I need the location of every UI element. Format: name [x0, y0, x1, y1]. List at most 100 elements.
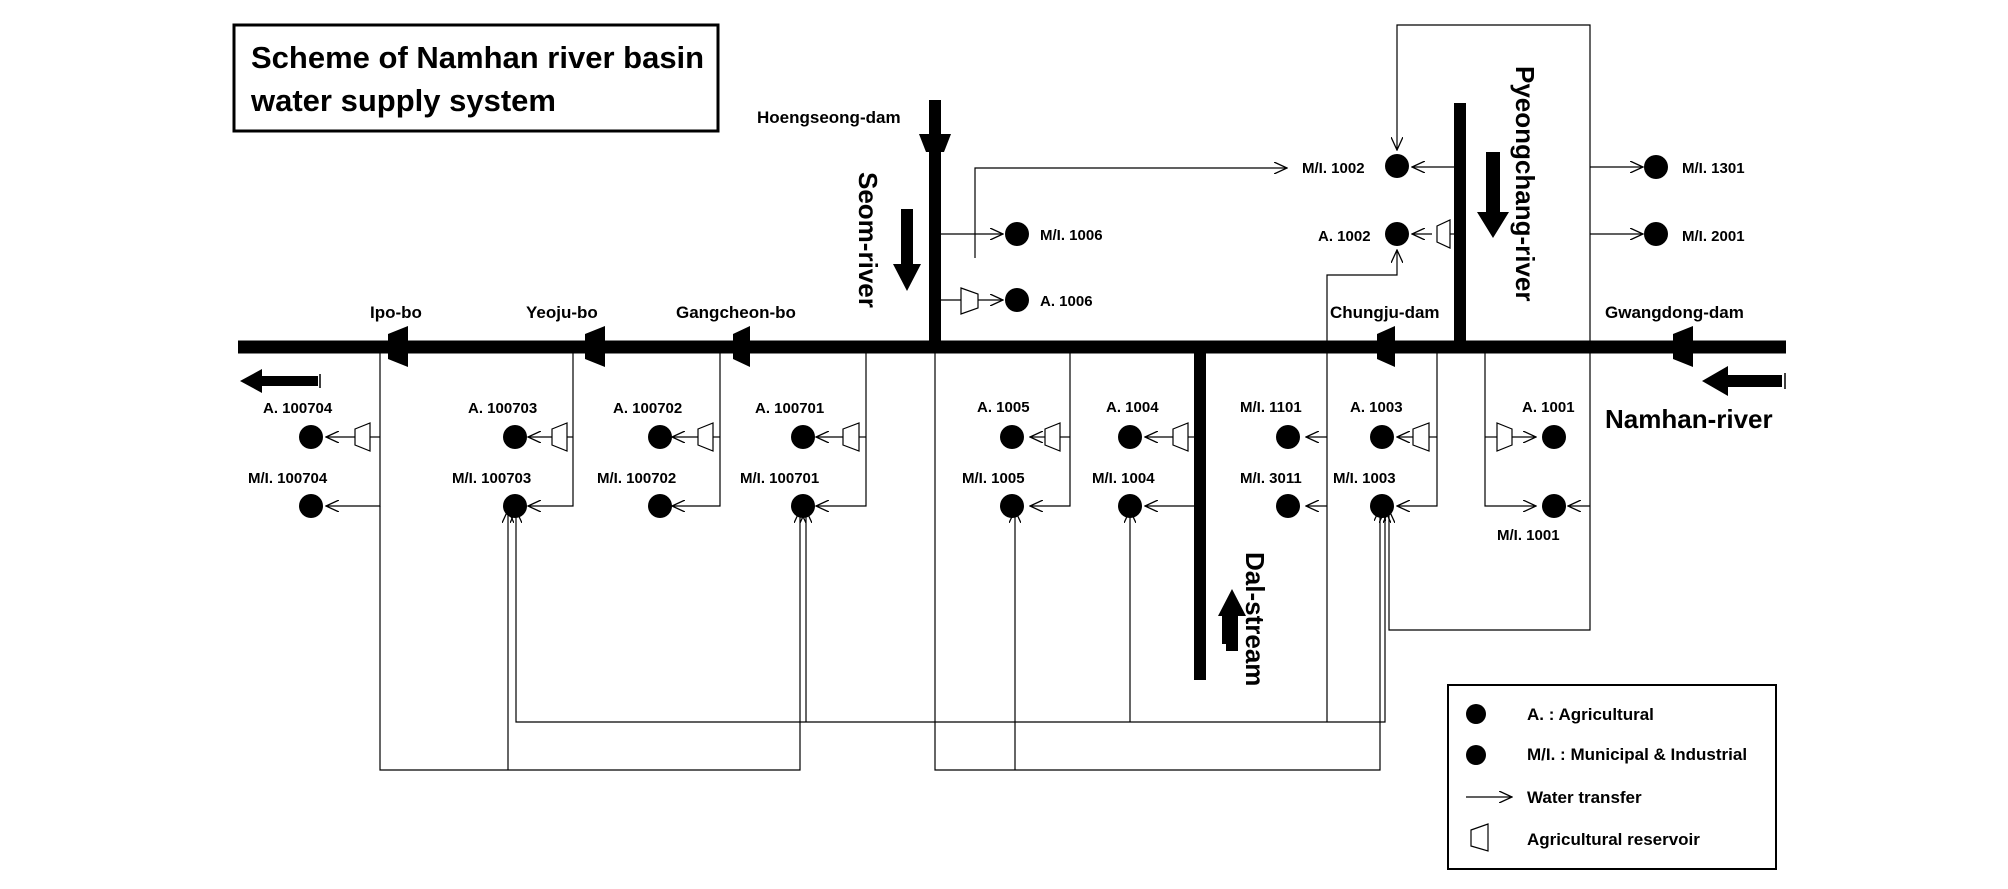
- transfer-mi100702: [672, 347, 721, 506]
- node-a1006: [1005, 288, 1029, 312]
- node-mi1004: [1118, 494, 1142, 518]
- transfer-to-mi1003: [1327, 510, 1385, 723]
- label-mi100701: M/I. 100701: [740, 470, 819, 487]
- reservoir-a100702: [697, 422, 714, 452]
- node-mi100703: [503, 494, 527, 518]
- label-chungju-dam: Chungju-dam: [1330, 303, 1440, 322]
- label-gangcheon-bo: Gangcheon-bo: [676, 303, 796, 322]
- label-a1001: A. 1001: [1522, 399, 1575, 416]
- label-mi100704: M/I. 100704: [248, 470, 328, 487]
- node-a1005: [1000, 425, 1024, 449]
- transfer-seom-to-mi1002: [974, 168, 1287, 258]
- node-a100703: [503, 425, 527, 449]
- legend-box: A. : Agricultural M/I. : Municipal & Ind…: [1447, 684, 1777, 870]
- transfer-mi100701: [816, 347, 867, 506]
- label-a1005: A. 1005: [977, 399, 1030, 416]
- label-mi1001: M/I. 1001: [1497, 527, 1560, 544]
- reservoir-a1002: [1436, 219, 1451, 249]
- label-a1006: A. 1006: [1040, 293, 1093, 310]
- node-a100701: [791, 425, 815, 449]
- node-a100704: [299, 425, 323, 449]
- label-mi2001: M/I. 2001: [1682, 228, 1745, 245]
- label-a100704: A. 100704: [263, 400, 333, 417]
- node-a100702: [648, 425, 672, 449]
- label-seom-river: Seom-river: [853, 172, 883, 308]
- legend-mi-label: M/I. : Municipal & Industrial: [1527, 745, 1747, 764]
- node-mi100701: [791, 494, 815, 518]
- node-a1002: [1385, 222, 1409, 246]
- transfer-mi1005: [1030, 347, 1071, 506]
- flow-arrow-dal: [1218, 589, 1246, 651]
- label-a100702: A. 100702: [613, 400, 682, 417]
- title-box: Scheme of Namhan river basin water suppl…: [232, 23, 720, 133]
- label-a100703: A. 100703: [468, 400, 537, 417]
- ipo-bo-icon: [388, 326, 408, 367]
- node-a1003: [1370, 425, 1394, 449]
- node-a1004: [1118, 425, 1142, 449]
- flow-arrow-seom: [893, 209, 921, 291]
- reservoir-a1003: [1412, 422, 1430, 452]
- flow-arrow-pyeongchang: [1477, 152, 1509, 238]
- reservoir-a1005: [1044, 422, 1061, 452]
- label-pyeongchang-river: Pyeongchang-river: [1510, 66, 1540, 302]
- node-mi1005: [1000, 494, 1024, 518]
- label-namhan-river: Namhan-river: [1605, 404, 1773, 434]
- label-yeoju-bo: Yeoju-bo: [526, 303, 598, 322]
- flow-arrow-namhan-in: [1702, 366, 1786, 396]
- node-mi1006: [1005, 222, 1029, 246]
- transfer-chungju-100703: [516, 510, 1327, 723]
- gwangdong-dam-icon: [1673, 326, 1693, 367]
- reservoir-a100704: [354, 422, 371, 452]
- label-mi1004: M/I. 1004: [1092, 470, 1155, 487]
- legend-agri-icon: [1466, 704, 1486, 724]
- label-mi1002: M/I. 1002: [1302, 160, 1365, 177]
- reservoir-a100701: [842, 422, 860, 452]
- node-mi1301: [1644, 155, 1668, 179]
- transfer-mi100704: [326, 347, 381, 506]
- transfer-mi1003: [1397, 347, 1438, 506]
- label-a1003: A. 1003: [1350, 399, 1403, 416]
- reservoir-a1006: [960, 287, 979, 315]
- node-a1001: [1542, 425, 1566, 449]
- label-mi1005: M/I. 1005: [962, 470, 1025, 487]
- label-ipo-bo: Ipo-bo: [370, 303, 422, 322]
- legend-agri-label: A. : Agricultural: [1527, 705, 1654, 724]
- title-line-2: water supply system: [250, 83, 556, 118]
- gangcheon-bo-icon: [733, 326, 750, 367]
- reservoir-a1001: [1496, 422, 1513, 452]
- transfer-seom-loop: [934, 347, 1380, 771]
- reservoir-a100703: [551, 422, 568, 452]
- hoengseong-dam-icon: [919, 134, 951, 152]
- transfer-loop-ipo-100701: [379, 506, 800, 771]
- transfer-to-mi1002-top: [1397, 24, 1591, 347]
- node-mi1001: [1542, 494, 1566, 518]
- node-mi1003: [1370, 494, 1394, 518]
- label-mi100703: M/I. 100703: [452, 470, 531, 487]
- node-mi100704: [299, 494, 323, 518]
- label-gwangdong-dam: Gwangdong-dam: [1605, 303, 1744, 322]
- label-a1002: A. 1002: [1318, 228, 1371, 245]
- label-mi1101: M/I. 1101: [1240, 399, 1302, 416]
- legend-reservoir-icon: [1470, 823, 1489, 852]
- node-mi3011: [1276, 494, 1300, 518]
- node-mi2001: [1644, 222, 1668, 246]
- yeoju-bo-icon: [585, 326, 605, 367]
- label-mi1003: M/I. 1003: [1333, 470, 1396, 487]
- reservoir-a1004: [1172, 422, 1189, 452]
- title-line-1: Scheme of Namhan river basin: [251, 40, 704, 75]
- label-mi1006: M/I. 1006: [1040, 227, 1103, 244]
- legend-mi-icon: [1466, 745, 1486, 765]
- legend-transfer-label: Water transfer: [1527, 788, 1642, 807]
- label-a100701: A. 100701: [755, 400, 824, 417]
- node-mi100702: [648, 494, 672, 518]
- legend-reservoir-label: Agricultural reservoir: [1527, 830, 1700, 849]
- transfer-mi100703: [528, 347, 574, 506]
- transfer-chungju-a1002: [1326, 250, 1397, 347]
- chungju-dam-icon: [1377, 326, 1395, 367]
- node-mi1002: [1385, 154, 1409, 178]
- label-dal-stream: Dal-stream: [1240, 552, 1270, 686]
- node-mi1101: [1276, 425, 1300, 449]
- label-mi3011: M/I. 3011: [1240, 470, 1302, 487]
- label-hoengseong-dam: Hoengseong-dam: [757, 108, 901, 127]
